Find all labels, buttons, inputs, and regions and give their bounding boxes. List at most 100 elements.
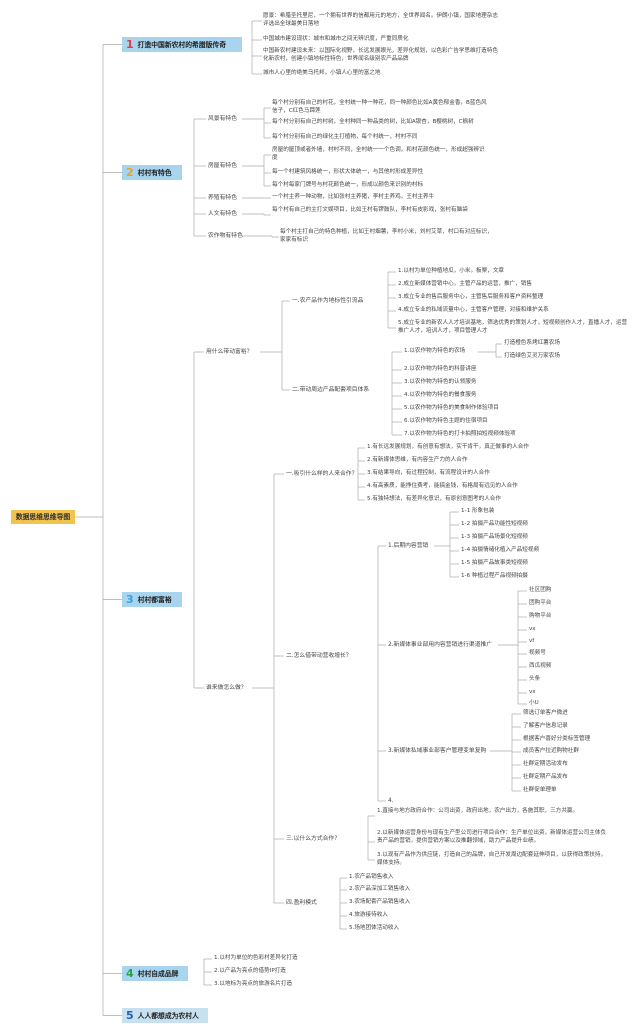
section4-leaf: 2.以产品为亮点的借势IP打造 — [214, 968, 286, 974]
q2-a-item: 5.有独特想法，有差异化意识，有原创意图考的人合作 — [367, 496, 501, 502]
c1-label: 1.后期内容营销 — [388, 543, 429, 549]
group-label: 房屋有特色 — [208, 163, 237, 169]
q1-sub2-item: 5.以农作物为特色的美食制作体验项目 — [404, 405, 499, 411]
group-item: 每个村分别有自己的绿化主打植物，每个村统一，村村不同 — [272, 134, 418, 140]
c1-item: 1-6 种植过程产品视频拍摄 — [461, 573, 528, 579]
c3-item: 筛选订单客户微进 — [523, 710, 568, 716]
farm-item: 打造绿色艾灵万家农场 — [504, 353, 560, 359]
root-node: 数据思维思维导图 — [11, 510, 75, 524]
c3-item: 社群促单理单 — [523, 787, 557, 793]
section-title: 村村有特色 — [137, 169, 172, 177]
q1-sub2-first: 1.以农作物为特色的农场 — [404, 348, 466, 354]
c3-item: 根据客户喜好分类标签管理 — [523, 736, 591, 742]
q2-d-label: 四.盈利模式 — [286, 900, 317, 906]
group-item: 每个村分别有自己的村树，全村种同一种品类的树，比如A银杏，B樱桃树，C枫树 — [272, 119, 474, 125]
q2-d-item: 4.旅游接待收入 — [349, 912, 388, 918]
group-label: 农作物有特色 — [208, 233, 243, 239]
q1-sub1-item: 3.成立专业的售后服务中心，主管售后服务和客户资料整理 — [398, 294, 544, 300]
group-item: 每个村分别有自己的村花，全村统一种一种花，同一种颜色比如A黄色郁金香，B蓝色风信… — [272, 100, 487, 114]
c2-item: vf — [529, 638, 535, 644]
c2-item: 视频号 — [529, 650, 546, 656]
c3-item: 成员客户拉近购物社群 — [523, 748, 579, 754]
q1-sub2-item: 4.以农作物为特色的餐食服务 — [404, 392, 477, 398]
section-title: 人人都想成为农村人 — [137, 1012, 199, 1020]
q1-sub2-item: 6.以农作物为特色主题的住宿项目 — [404, 418, 488, 424]
c1-item: 1-4 拍摄情绪化植入产品短视频 — [461, 547, 540, 553]
q1-sub1-item: 2.成立新媒体营销中心，主管产品的运营，推广，销售 — [398, 281, 532, 287]
q2-a-item: 4.有高素质，能挣住费考，能搞金钱，有格局有远见的人合作 — [367, 483, 518, 489]
q2-c-item: 3.以现有产品作为供应链，打造自己的品牌，自己开发周边配套延伸项目，以获得政策扶… — [377, 852, 607, 866]
section-number: 5 — [126, 1009, 134, 1022]
q1-sub1-item: 5.成立专业的新农人人才培训基地，筛选优秀的策划人才，短视频创作人才，直播人才，… — [398, 320, 628, 334]
section-number: 2 — [126, 166, 134, 179]
group-item: 每个村每家门牌号与村花颜色统一，形成以颜色来识别的村标 — [272, 182, 424, 188]
q1-sub1-item: 4.成立专业的私域流量中心，主管客户管理，对接和维护关系 — [398, 307, 549, 313]
q1-label: 用什么带动富裕？ — [206, 349, 253, 355]
c1-item: 1-2 拍摄产品功能性短视频 — [461, 521, 528, 527]
c1-item: 1-3 拍摄产品场景化短视频 — [461, 534, 528, 540]
c3-item: 社群定期产品发布 — [523, 774, 568, 780]
q1-sub2-item: 7.以农作物为特色的打卡拍照拍短视频体验项 — [404, 431, 516, 437]
c4-label: 4. — [388, 798, 394, 804]
q2-c-item: 1.直接与地方政府合作：公司出资，政府出地，农户出力，各施其职，三方共赢。 — [377, 808, 579, 814]
q1-sub2-item: 2.以农作物为特色的科普讲座 — [404, 366, 477, 372]
section-number: 4 — [126, 967, 134, 980]
q2-c-item: 2.以新媒体运营身份与现有生产型公司进行项目合作：生产单位出资，新媒体运营公司主… — [377, 830, 607, 844]
q2-d-item: 3.农场配套产品销售收入 — [349, 899, 411, 905]
c2-item: vx — [529, 626, 536, 632]
section-number: 3 — [126, 593, 134, 606]
c1-item: 1-5 拍摄产品故事类短视频 — [461, 560, 528, 566]
q2-a-label: 一.吸引什么样的人来合作？ — [286, 471, 358, 477]
farm-item: 打造橙色系烤红薯农场 — [504, 340, 560, 346]
c3-item: 了解客户信息记录 — [523, 723, 568, 729]
c2-label: 2.新媒体事业部用内容营销进行渠道推广 — [388, 642, 493, 648]
section1-leaf: 城市人心里的绝美乌托邦，小镇人心里的富之地 — [263, 70, 381, 76]
c3-item: 社群定期活动发布 — [523, 761, 568, 767]
section1-leaf: 中国城市建设现状：城市和城市之间无辨识度，严重同质化 — [263, 36, 409, 42]
c2-item: 西瓜视频 — [529, 663, 552, 669]
section4-leaf: 1.以村为单位的色彩村差异化打造 — [214, 955, 298, 961]
q1-sub1-item: 1.以村为单位种植地瓜，小米，板栗，文章 — [398, 268, 505, 274]
c2-item: 社区团购 — [529, 587, 552, 593]
q2-b-label: 二.怎么借带动营收增长？ — [286, 653, 352, 659]
q2-a-item: 3.有结果导向，有过程控制，有流程设计的人合作 — [367, 470, 490, 476]
q2-label: 谁来做怎么做？ — [206, 685, 247, 691]
section4-leaf: 3.以地标为亮点的旅游名片打造 — [214, 981, 293, 987]
c2-item: 小U — [529, 700, 539, 706]
q1-sub1-label: 一.农产品作为地标性引流品 — [292, 298, 364, 304]
section1-leaf: 中国新农村建设未来：以国际化视野，长远发展眼光，差异化规划，以色彩广告学思维打造… — [263, 48, 498, 62]
section-number: 1 — [126, 38, 134, 51]
group-item: 每个村主打自己的特色种植，比如王村烟薯，李村小米，刘村艾草，村口有对应标识，家家… — [280, 229, 493, 243]
c2-item: vx — [529, 689, 536, 695]
group-item: 每个村有自己的主打文娱项目，比如王村有锣鼓队，李村有皮影戏，张村有脑袋 — [272, 207, 468, 213]
section-title: 打造中国新农村的希腊版传奇 — [137, 41, 227, 49]
q1-sub2-item: 3.以农作物为特色的认领服务 — [404, 379, 477, 385]
q2-a-item: 1.有长远发展规划，有创意有想法，实干肯干，真正做事的人合作 — [367, 444, 529, 450]
section1-leaf: 愿景：希腊圣托里尼，一个拥有世界的信都用元的地方，全世界闻名。伊朗小镇，国家地理… — [263, 13, 498, 27]
group-label: 养殖有特色 — [208, 195, 237, 201]
group-item: 每一个村建筑风格统一，形状大体统一，与其他村形成差异性 — [272, 169, 424, 175]
section-title: 村村都富裕 — [137, 596, 172, 604]
q2-c-label: 三.以什么方式合作？ — [286, 836, 341, 842]
c1-item: 1-1 形象包装 — [461, 508, 495, 514]
q2-d-item: 2.农产品深加工销售收入 — [349, 886, 411, 892]
c2-item: 团购平台 — [529, 600, 552, 606]
group-item: 一个村主养一种动物，比如张村主养猪，李村主养鸡，王村主养牛 — [272, 194, 435, 200]
q1-sub2-label: 二.带动周边产品配套项目体系 — [292, 387, 370, 393]
section-title: 村村自成品牌 — [137, 970, 179, 978]
c2-item: 头条 — [529, 676, 541, 682]
c2-item: 购物平台 — [529, 613, 552, 619]
q2-d-item: 1.农产品销售收入 — [349, 874, 394, 880]
q2-d-item: 5.场地团体活动收入 — [349, 925, 400, 931]
group-item: 房屋的屋顶或者外墙，村村不同，全村统一一个色调，和村花颜色统一，形成超强辨识度 — [272, 147, 485, 161]
group-label: 人文有特色 — [208, 211, 237, 217]
q2-a-item: 2.有新媒体思维，有内容生产力的人合作 — [367, 457, 468, 463]
c3-label: 3.新媒体私域事业部客户管理变单复购 — [388, 748, 487, 754]
